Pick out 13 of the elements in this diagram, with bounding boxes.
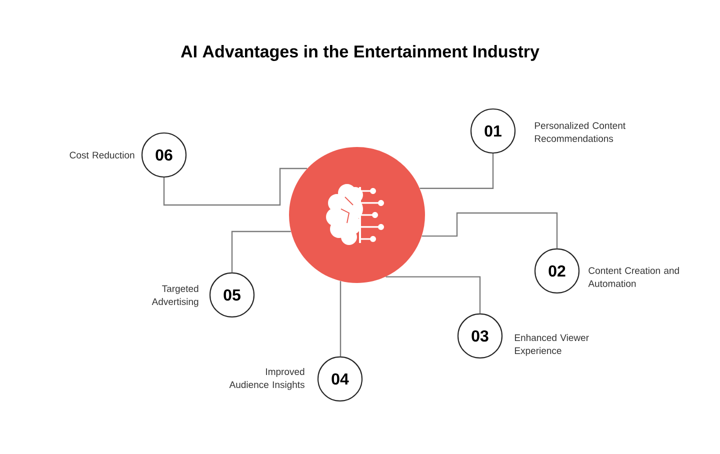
node-label: Cost Reduction: [70, 152, 134, 158]
connector-line: [386, 276, 481, 314]
node-label: Improved Audience Insights: [229, 368, 304, 390]
connector-line: [420, 154, 494, 189]
connector-line: [163, 168, 308, 206]
connector-line: [422, 212, 558, 248]
connector-line: [231, 230, 291, 272]
node-label: Enhanced Viewer Experience: [514, 334, 589, 356]
connector-line: [340, 281, 342, 356]
title: AI Advantages in the Entertainment Industry: [180, 45, 540, 61]
node-label: Personalized Content Recommendations: [534, 122, 626, 142]
node-label: Content Creation and Automation: [588, 267, 679, 287]
node-label: Targeted Advertising: [152, 285, 198, 307]
